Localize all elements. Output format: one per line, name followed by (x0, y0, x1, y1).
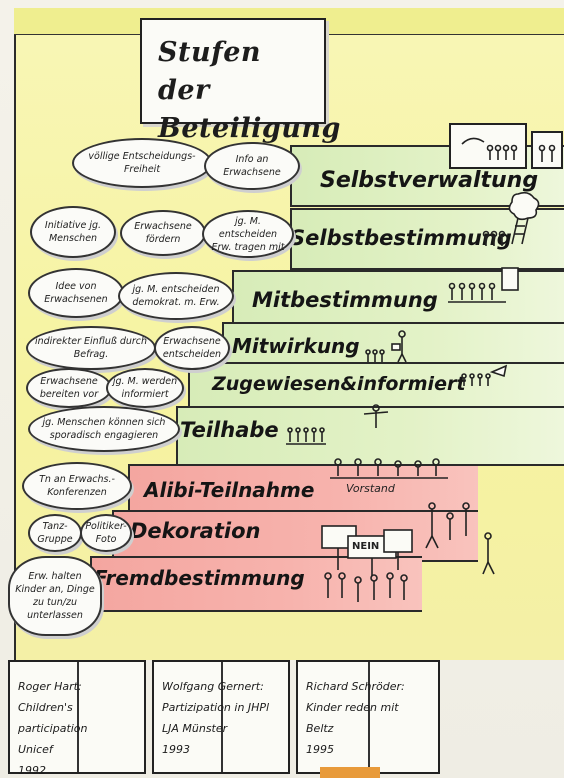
step-label-alibi: Alibi-Teilnahme (144, 478, 315, 502)
step-label-zugewiesen: Zugewiesen&informiert (212, 373, 466, 395)
bubble-konferenzen: Tn an Erwachs.-Konferenzen (22, 462, 132, 510)
book-wolfgang-gernert: Wolfgang Gernert: Partizipation in JHPl … (152, 660, 290, 774)
book-year: 1995 (306, 743, 334, 756)
book-richard-schroeder: Richard Schröder: Kinder reden mit Beltz… (296, 660, 440, 774)
bubble-sporadisch: jg. Menschen können sich sporadisch enga… (28, 406, 180, 452)
bubble-indirekter-einfluss: indirekter Einfluß durch Befrag. (26, 326, 156, 370)
book-spine (368, 662, 370, 772)
vorstand-label: Vorstand (346, 482, 395, 495)
book-publisher: Unicef (18, 743, 53, 756)
book-publisher: LJA Münster (162, 722, 228, 735)
bubble-werden-informiert: jg. M. werden informiert (106, 368, 184, 408)
step-label-dekoration: Dekoration (130, 519, 261, 543)
title-card: Stufen der Beteiligung (140, 18, 340, 144)
teilhabe-sketch (286, 404, 389, 445)
bubble-erwachsene-foerdern: Erwachsene fördern (120, 210, 206, 256)
step-label-fremdbestimmung: Fremdbestimmung (94, 566, 305, 590)
nein-sign-label: NEIN (352, 541, 380, 552)
bubble-tanzgruppe: Tanz-Gruppe (28, 514, 82, 552)
mitwirkung-sketch (365, 330, 407, 363)
book-year: 1993 (162, 743, 190, 756)
book-author: Roger Hart: (18, 680, 82, 693)
book-roger-hart: Roger Hart: Children's participation Uni… (8, 660, 146, 777)
bubble-erwachsene-bereiten-vor: Erwachsene bereiten vor (26, 368, 112, 408)
step-alibi (128, 464, 478, 514)
bubble-erwachsene-entscheiden: Erwachsene entscheiden (154, 326, 230, 370)
book-text: Roger Hart: Children's participation Uni… (18, 676, 138, 778)
step-dekoration (112, 510, 478, 562)
book-text: Richard Schröder: Kinder reden mit Beltz… (306, 676, 432, 760)
book-author: Wolfgang Gernert: (162, 680, 264, 693)
bubble-initiative: Initiative jg. Menschen (30, 206, 116, 258)
step-label-selbstverwaltung: Selbstverwaltung (320, 168, 539, 193)
step-label-mitwirkung: Mitwirkung (232, 334, 360, 358)
book-title: Kinder reden mit (306, 701, 399, 714)
book-year: 1992 (18, 764, 46, 777)
bubble-info-an-erwachsene: Info an Erwachsene (204, 142, 300, 190)
vorstand-sketch (330, 458, 448, 479)
book-publisher: Beltz (306, 722, 334, 735)
protest-sketch (321, 502, 495, 602)
book-title: Children's participation (18, 701, 88, 735)
selbstbestimmung-sketch (482, 191, 540, 246)
step-label-teilhabe: Teilhabe (180, 418, 279, 442)
bubble-demokratisch: jg. M. entscheiden demokrat. m. Erw. (118, 272, 234, 320)
book-author: Richard Schröder: (306, 680, 405, 693)
bubble-jg-entscheiden-erw-tragen: jg. M. entscheiden Erw. tragen mit (202, 210, 294, 258)
book-title: Partizipation in JHPl (162, 701, 270, 714)
selbstverwaltung-sketch (449, 123, 563, 169)
step-fremdbestimmung (90, 556, 422, 612)
bubble-politiker-foto: Politiker-Foto (80, 514, 132, 552)
zugewiesen-sketch (461, 364, 508, 386)
footer-logo-bar (320, 767, 380, 778)
book-text: Wolfgang Gernert: Partizipation in JHPl … (162, 676, 282, 760)
bubble-erw-halten-kinder-an: Erw. halten Kinder an, Dinge zu tun/zu u… (8, 556, 102, 636)
step-label-mitbestimmung: Mitbestimmung (252, 288, 438, 312)
book-spine (77, 662, 79, 772)
bubble-voellige-freiheit: völlige Entscheidungs-Freiheit (72, 138, 212, 188)
bubble-idee-von-erwachsenen: Idee von Erwachsenen (28, 268, 124, 318)
step-label-selbstbestimmung: Selbstbestimmung (290, 226, 512, 250)
book-spine (221, 662, 223, 772)
mitbestimmung-sketch (448, 267, 519, 303)
page-title: Stufen der Beteiligung (158, 37, 341, 144)
